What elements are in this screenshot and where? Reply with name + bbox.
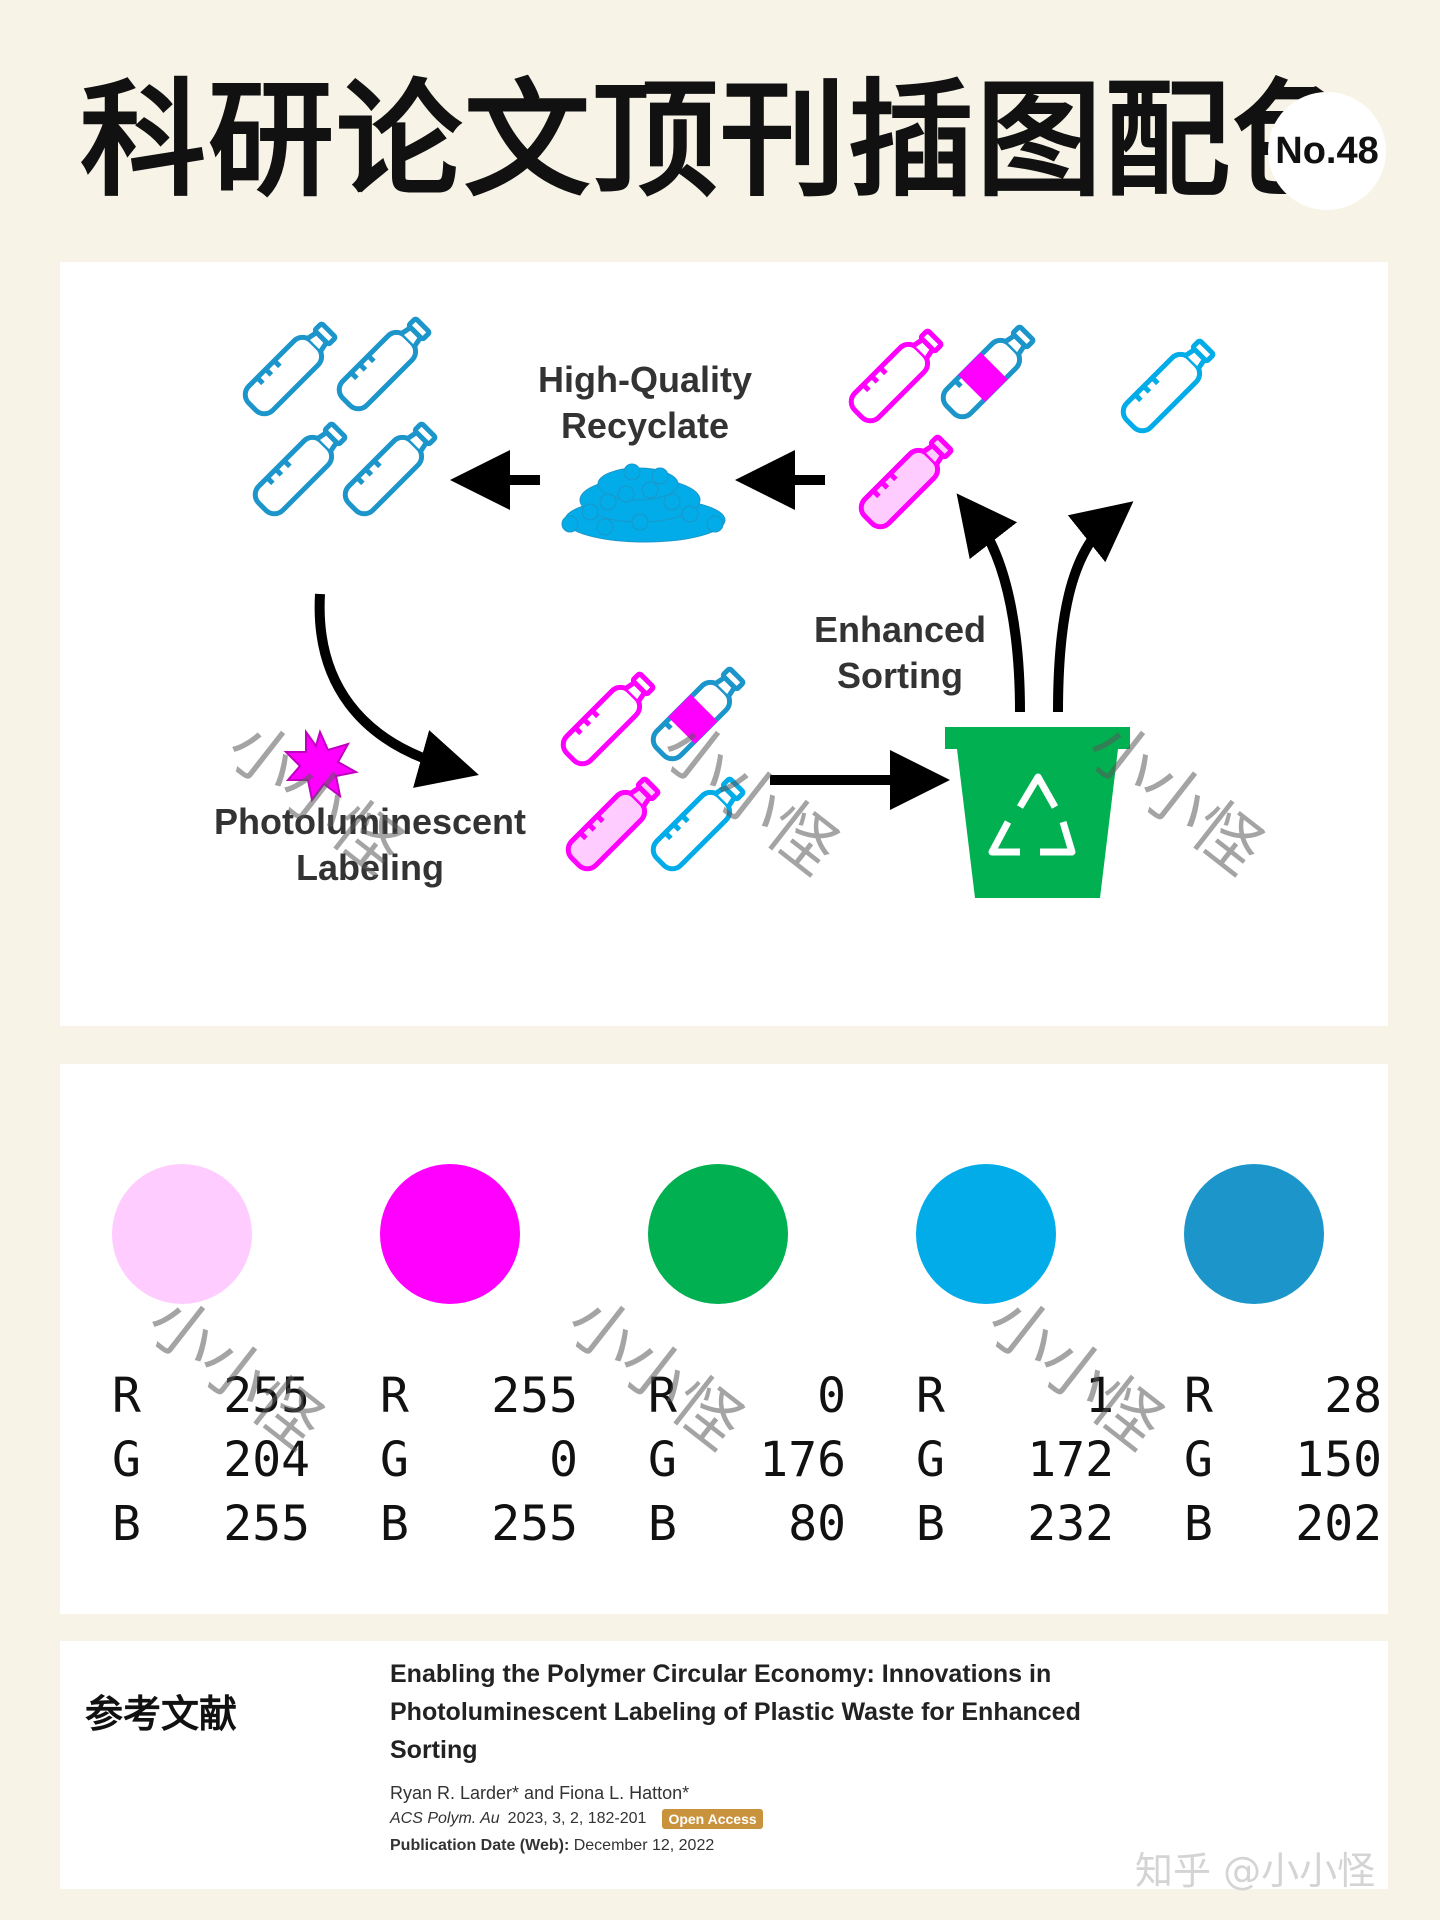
figure-card: High-Quality Recyclate Enhanced Sorting … [60, 262, 1388, 1026]
b-value: 255 [223, 1496, 310, 1552]
publication-date: Publication Date (Web): December 12, 202… [390, 1837, 714, 1855]
r-value: 28 [1324, 1368, 1382, 1424]
reference-label: 参考文献 [85, 1692, 238, 1736]
sorted-bottles-group [846, 321, 1218, 531]
reference-card: 参考文献 Enabling the Polymer Circular Econo… [60, 1641, 1388, 1889]
bottle-icon [250, 418, 350, 518]
date-value: December 12, 2022 [573, 1837, 715, 1854]
starburst-icon [283, 728, 359, 803]
color-swatch [916, 1164, 1056, 1304]
clean-bottles-group [240, 313, 440, 518]
label-photoluminescent: Photoluminescent [214, 801, 526, 842]
g-value: 172 [1027, 1432, 1114, 1488]
recycle-bin-icon [945, 727, 1130, 898]
label-sorting: Sorting [837, 655, 963, 696]
bottle-icon [240, 318, 340, 418]
b-value: 80 [788, 1496, 846, 1552]
b-value: 202 [1295, 1496, 1382, 1552]
mixed-bottles-group [558, 663, 748, 873]
arrow-icon [314, 593, 479, 788]
color-swatch [648, 1164, 788, 1304]
circular-economy-diagram: High-Quality Recyclate Enhanced Sorting … [214, 262, 1388, 898]
journal-citation: 2023, 3, 2, 182-201 [507, 1810, 647, 1827]
r-value: 0 [817, 1368, 846, 1424]
g-value: 176 [759, 1432, 846, 1488]
r-value: 255 [491, 1368, 578, 1424]
r-value: 1 [1085, 1368, 1114, 1424]
date-label: Publication Date (Web): [390, 1837, 570, 1854]
arrow-icon [956, 493, 1025, 713]
g-value: 150 [1295, 1432, 1382, 1488]
color-swatch [380, 1164, 520, 1304]
color-swatch [1184, 1164, 1324, 1304]
journal-name: ACS Polym. Au [390, 1810, 500, 1827]
issue-badge: No.48 [1268, 92, 1386, 210]
b-value: 232 [1027, 1496, 1114, 1552]
page-title: 科研论文顶刊插图配色 [80, 67, 1360, 214]
reference-title[interactable]: Enabling the Polymer Circular Economy: I… [390, 1660, 1081, 1764]
source-watermark: 知乎 @小小怪 [1135, 1849, 1376, 1893]
pellet-pile-icon [561, 463, 726, 543]
recycle-symbol-icon [988, 773, 1076, 856]
reference-authors: Ryan R. Larder* and Fiona L. Hatton* [390, 1783, 690, 1803]
reference-journal: ACS Polym. Au 2023, 3, 2, 182-201 Open A… [390, 1809, 763, 1829]
g-value: 204 [223, 1432, 310, 1488]
r-value: 255 [223, 1368, 310, 1424]
arrow-icon [1053, 501, 1134, 713]
color-swatch [112, 1164, 252, 1304]
bottle-icon [334, 313, 434, 413]
g-value: 0 [549, 1432, 578, 1488]
label-recyclate: Recyclate [561, 405, 729, 446]
label-high-quality: High-Quality [538, 359, 752, 400]
label-enhanced: Enhanced [814, 609, 986, 650]
bottle-icon [340, 418, 440, 518]
open-access-badge[interactable]: Open Access [662, 1809, 763, 1829]
b-value: 255 [491, 1496, 578, 1552]
label-labeling: Labeling [296, 847, 444, 888]
